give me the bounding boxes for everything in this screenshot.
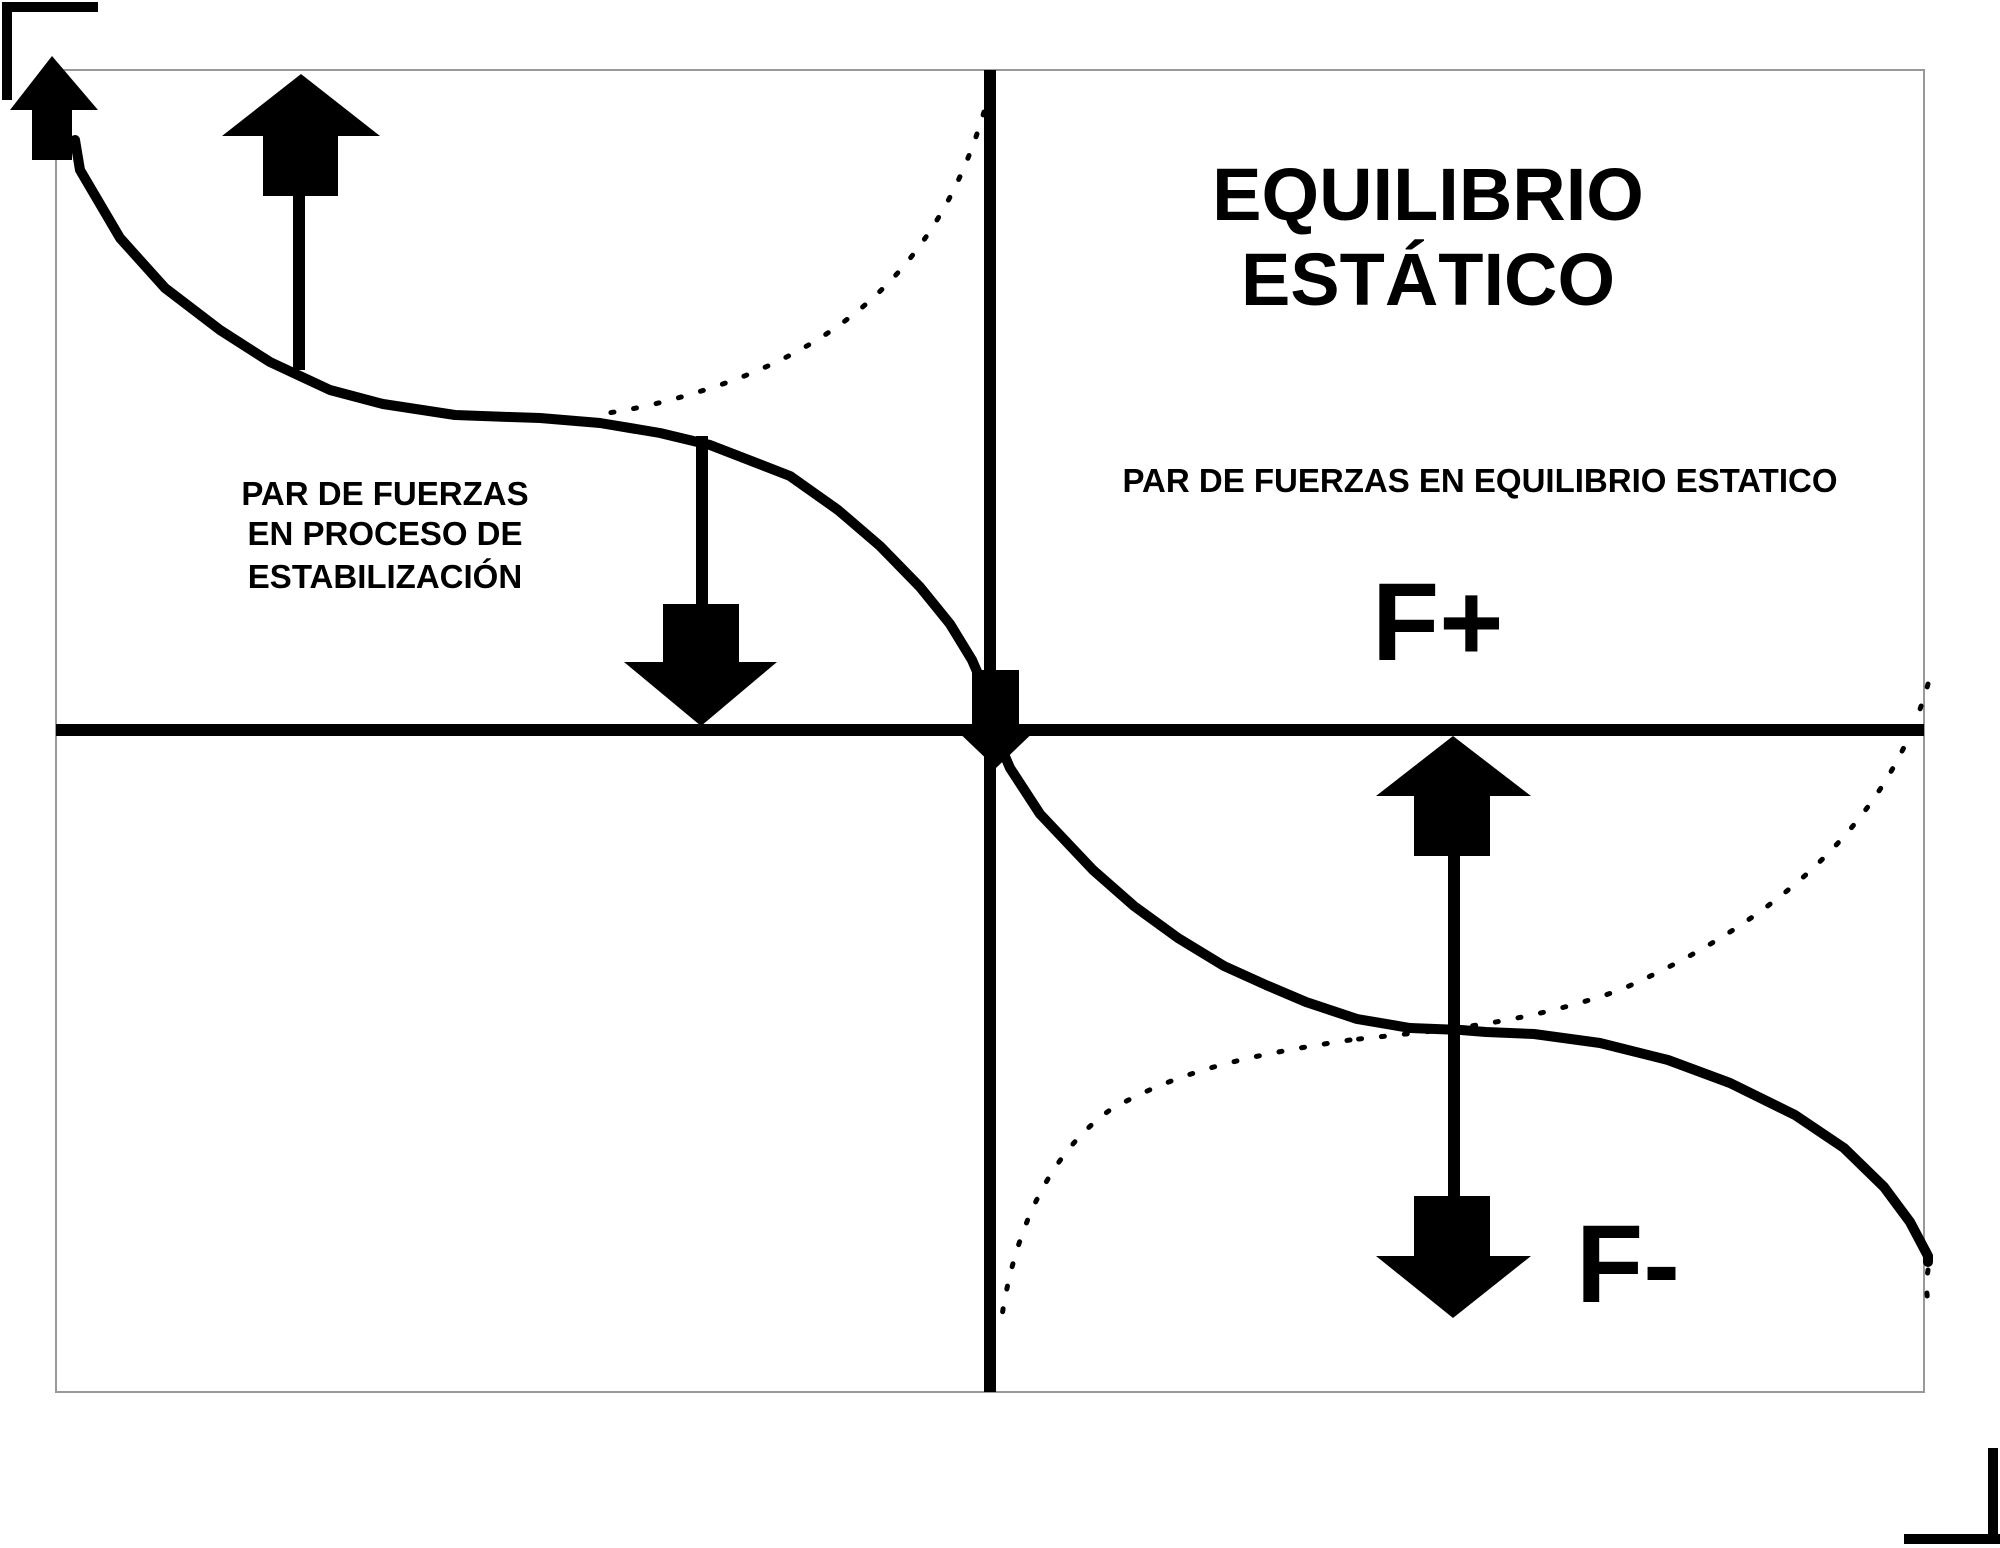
up-arrow-left-head <box>222 74 380 136</box>
up-arrow-right-head <box>1376 736 1531 796</box>
right-label: PAR DE FUERZAS EN EQUILIBRIO ESTATICO <box>1122 462 1837 499</box>
crop-mark-bottom-right-h <box>1904 1534 2000 1544</box>
up-arrow-corner-head <box>10 56 98 110</box>
dotted-curve-right-edge <box>1924 1267 1933 1313</box>
down-arrow-icon-right <box>1376 1196 1531 1318</box>
up-arrow-icon-left <box>222 74 380 370</box>
up-arrow-corner-stem <box>32 104 72 160</box>
down-arrow-right-stem <box>1414 1196 1490 1260</box>
down-arrow-origin-stem <box>972 670 1019 728</box>
dotted-curve-upper <box>589 109 987 418</box>
up-arrow-left-shaft <box>293 190 305 370</box>
dotted-curve-lower-right <box>1347 681 1931 1043</box>
down-arrow-middle-stem <box>663 604 739 666</box>
left-label-line-3: ESTABILIZACIÓN <box>248 558 522 595</box>
left-label-line-1: PAR DE FUERZAS <box>241 475 528 512</box>
crop-mark-bottom-right-v <box>1988 1448 1998 1544</box>
up-arrow-left-stem <box>263 132 338 196</box>
crop-mark-top-left-h <box>2 2 98 12</box>
down-arrow-middle-head <box>624 662 777 726</box>
f-minus-label: F- <box>1576 1203 1680 1326</box>
down-arrow-icon-middle <box>624 436 777 726</box>
down-arrow-origin-head <box>952 726 1040 768</box>
f-plus-label: F+ <box>1372 561 1503 684</box>
up-arrow-right-shaft <box>1448 852 1460 1214</box>
dotted-curve-lower-left <box>997 1037 1353 1333</box>
down-arrow-icon-origin <box>952 670 1040 768</box>
left-label-line-2: EN PROCESO DE <box>247 515 522 552</box>
up-arrow-right-stem <box>1414 792 1490 856</box>
title-line-1: EQUILIBRIO <box>1212 153 1644 236</box>
up-arrow-icon-right <box>1376 736 1531 1214</box>
down-arrow-right-head <box>1376 1256 1531 1318</box>
down-arrow-middle-shaft <box>696 436 708 608</box>
crop-mark-top-left-v <box>2 2 12 100</box>
up-arrow-icon-corner <box>10 56 98 160</box>
title-line-2: ESTÁTICO <box>1241 238 1615 321</box>
